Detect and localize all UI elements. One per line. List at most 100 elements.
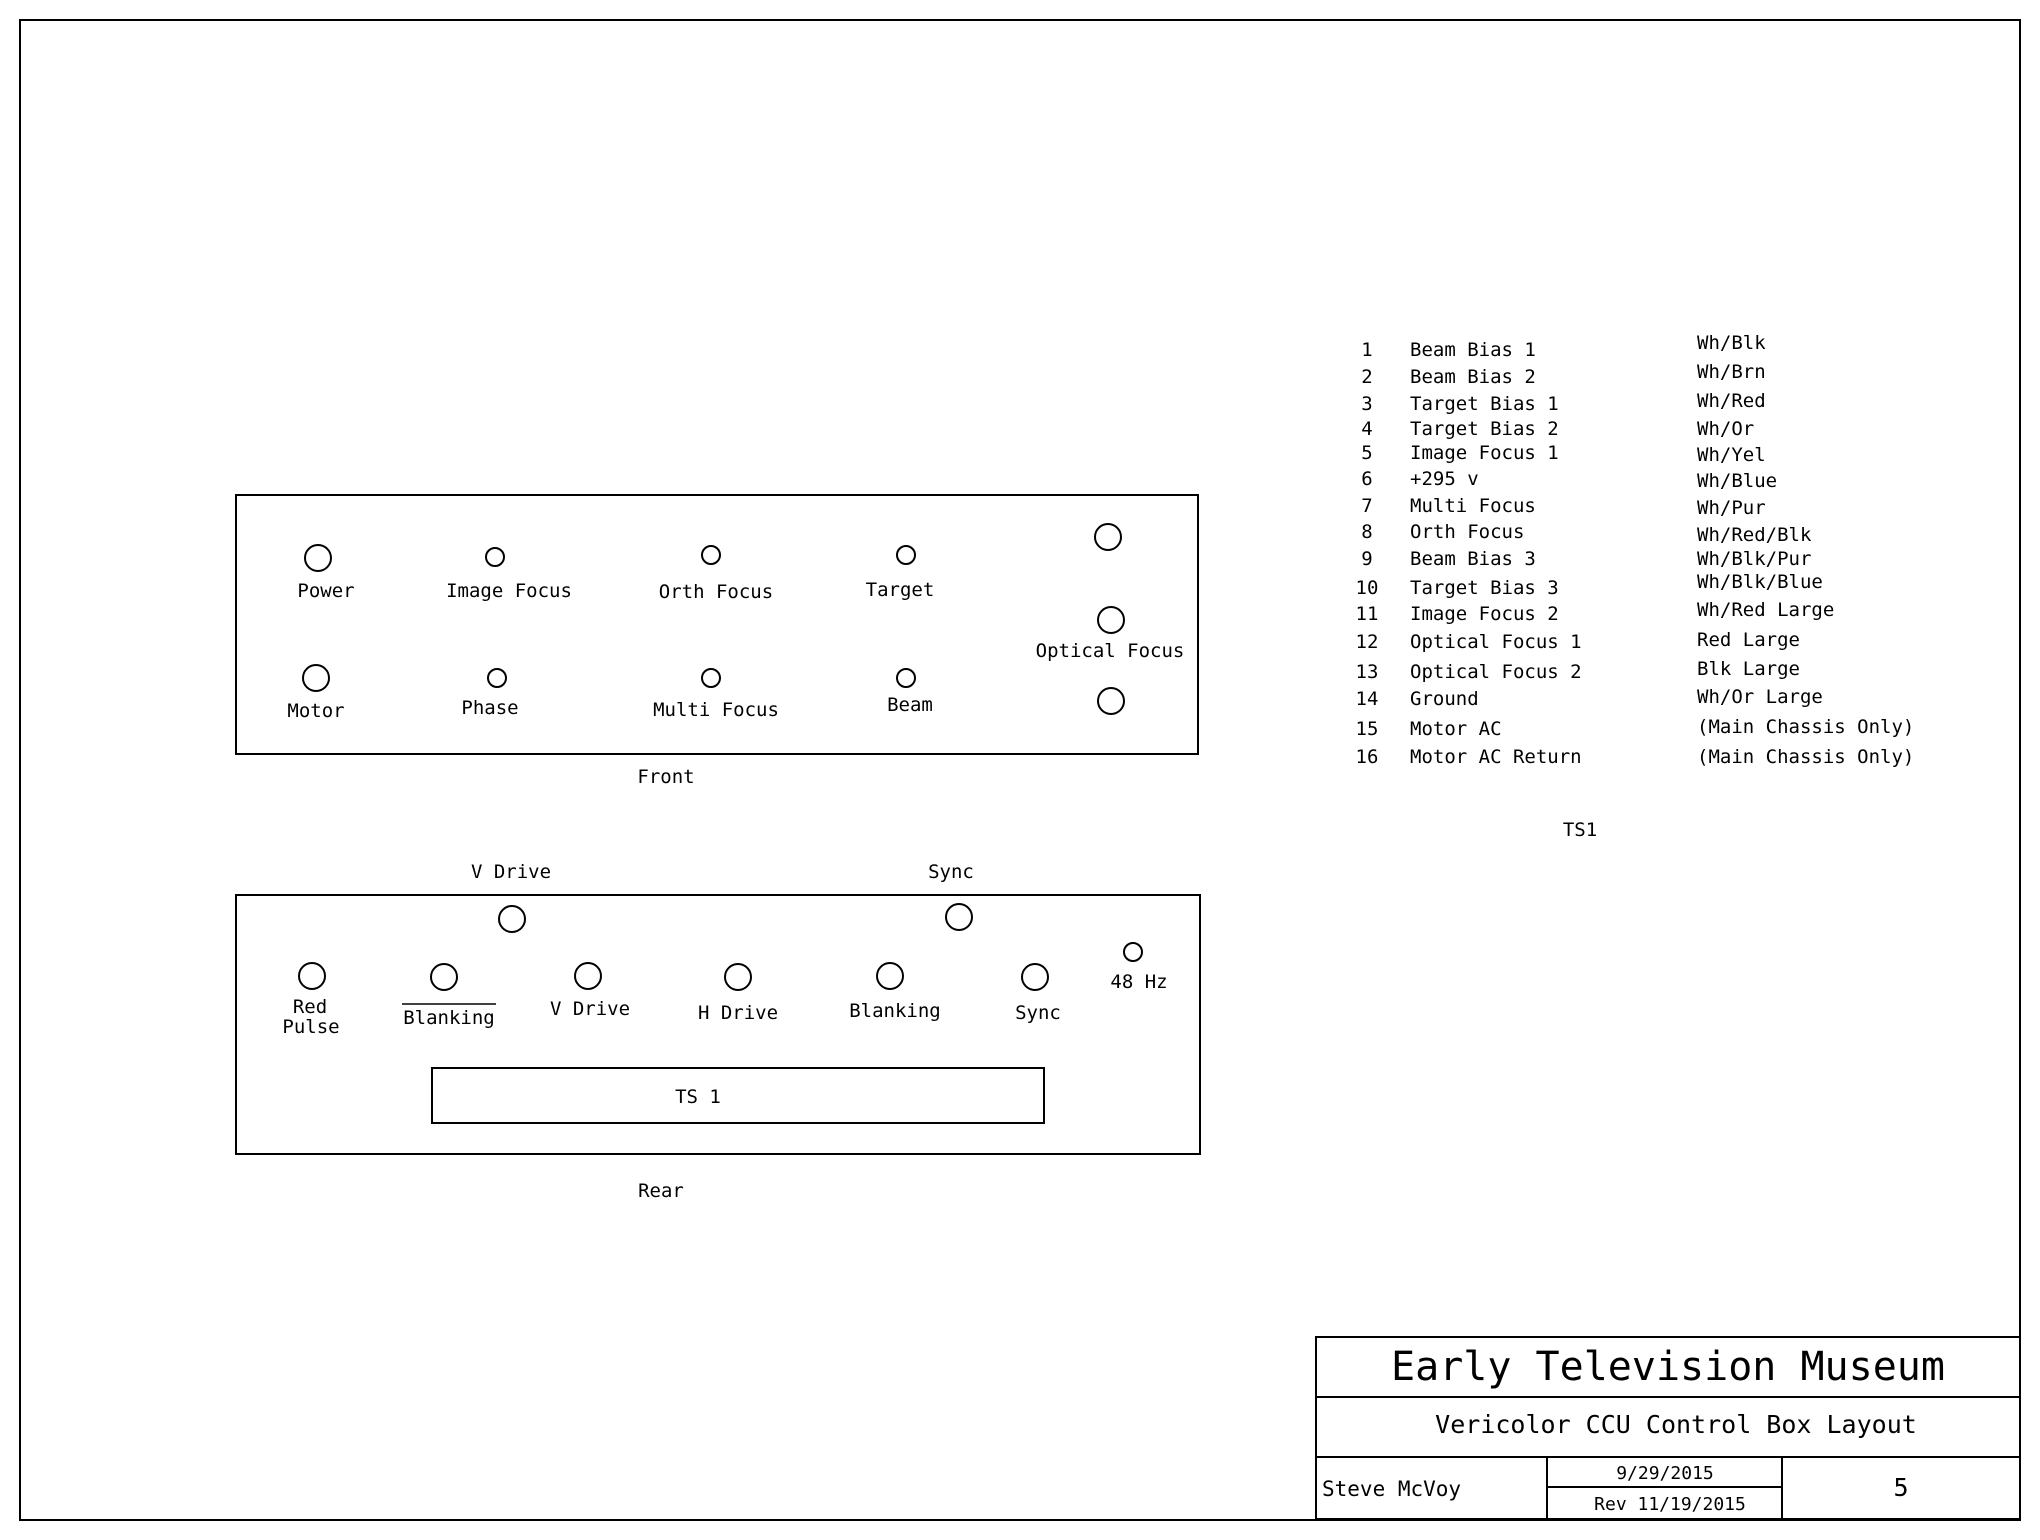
- blanking-inv-connector[interactable]: [430, 963, 458, 991]
- terminal-row-6-name: +295 v: [1410, 468, 1479, 490]
- author-name: Steve McVoy: [1322, 1477, 1461, 1501]
- organization-name: Early Television Museum: [1391, 1344, 1945, 1390]
- terminal-row-9-wire: Wh/Blk/Pur: [1697, 548, 1811, 570]
- optical-focus-knob-middle[interactable]: [1097, 606, 1125, 634]
- terminal-row-4-name: Target Bias 2: [1410, 418, 1559, 440]
- terminal-row-13-num: 13: [1356, 661, 1379, 683]
- terminal-row-3-name: Target Bias 1: [1410, 393, 1559, 415]
- terminal-row-8-name: Orth Focus: [1410, 521, 1524, 543]
- terminal-row-15-wire: (Main Chassis Only): [1697, 716, 1914, 738]
- power-knob[interactable]: [304, 544, 332, 572]
- sync-top-connector[interactable]: [945, 903, 973, 931]
- target-knob[interactable]: [896, 545, 916, 565]
- terminal-row-13-name: Optical Focus 2: [1410, 661, 1582, 683]
- front-panel: Power Image Focus Orth Focus Target Moto…: [235, 494, 1199, 755]
- terminal-row-11-num: 11: [1356, 603, 1379, 625]
- terminal-row-13-wire: Blk Large: [1697, 658, 1800, 680]
- sheet-number: 5: [1893, 1473, 1908, 1502]
- terminal-row-8-num: 8: [1361, 521, 1372, 543]
- terminal-row-1-num: 1: [1361, 339, 1372, 361]
- orth-focus-knob[interactable]: [701, 545, 721, 565]
- title-block-outline: [1315, 1336, 2021, 1520]
- terminal-row-9-num: 9: [1361, 548, 1372, 570]
- multi-focus-knob[interactable]: [701, 668, 721, 688]
- multi-focus-label: Multi Focus: [653, 699, 779, 721]
- terminal-row-14-num: 14: [1356, 688, 1379, 710]
- terminal-row-5-wire: Wh/Yel: [1697, 444, 1766, 466]
- phase-label: Phase: [461, 697, 518, 719]
- phase-knob[interactable]: [487, 668, 507, 688]
- image-focus-label: Image Focus: [446, 580, 572, 602]
- front-caption: Front: [637, 766, 694, 788]
- motor-switch[interactable]: [302, 664, 330, 692]
- title-block: Early Television Museum Vericolor CCU Co…: [1315, 1336, 2021, 1520]
- terminal-row-2-name: Beam Bias 2: [1410, 366, 1536, 388]
- sync-connector[interactable]: [1021, 963, 1049, 991]
- terminal-row-7-wire: Wh/Pur: [1697, 497, 1766, 519]
- terminal-row-7-name: Multi Focus: [1410, 495, 1536, 517]
- terminal-row-12-num: 12: [1356, 631, 1379, 653]
- sync-label: Sync: [1015, 1002, 1061, 1024]
- terminal-row-15-name: Motor AC: [1410, 718, 1502, 740]
- red-pulse-label-line1: Red: [293, 996, 327, 1018]
- terminal-row-16-name: Motor AC Return: [1410, 746, 1582, 768]
- optical-focus-knob-bottom[interactable]: [1097, 687, 1125, 715]
- red-pulse-label-line2: Pulse: [282, 1016, 339, 1038]
- terminal-row-2-wire: Wh/Brn: [1697, 361, 1766, 383]
- terminal-row-6-wire: Wh/Blue: [1697, 470, 1777, 492]
- terminal-row-10-wire: Wh/Blk/Blue: [1697, 571, 1823, 593]
- terminal-row-7-num: 7: [1361, 495, 1372, 517]
- terminal-row-10-name: Target Bias 3: [1410, 577, 1559, 599]
- beam-label: Beam: [887, 694, 933, 716]
- terminal-strip-ts1: [431, 1067, 1045, 1124]
- terminal-row-1-wire: Wh/Blk: [1697, 332, 1766, 354]
- blanking-connector[interactable]: [876, 962, 904, 990]
- beam-knob[interactable]: [896, 668, 916, 688]
- terminal-strip-label: TS 1: [675, 1086, 721, 1108]
- terminal-row-4-wire: Wh/Or: [1697, 418, 1754, 440]
- h-drive-label: H Drive: [698, 1002, 778, 1024]
- terminal-row-16-wire: (Main Chassis Only): [1697, 746, 1914, 768]
- power-label: Power: [297, 580, 354, 602]
- blanking-label: Blanking: [849, 1000, 941, 1022]
- v-drive-top-connector[interactable]: [498, 905, 526, 933]
- 48hz-label: 48 Hz: [1110, 971, 1167, 993]
- image-focus-knob[interactable]: [485, 547, 505, 567]
- terminal-row-11-name: Image Focus 2: [1410, 603, 1559, 625]
- terminal-row-5-name: Image Focus 1: [1410, 442, 1559, 464]
- red-pulse-connector[interactable]: [298, 962, 326, 990]
- terminal-row-3-wire: Wh/Red: [1697, 390, 1766, 412]
- h-drive-connector[interactable]: [724, 963, 752, 991]
- optical-focus-knob-top[interactable]: [1094, 523, 1122, 551]
- 48hz-connector[interactable]: [1123, 942, 1143, 962]
- terminal-row-1-name: Beam Bias 1: [1410, 339, 1536, 361]
- terminal-row-14-wire: Wh/Or Large: [1697, 686, 1823, 708]
- terminal-row-16-num: 16: [1356, 746, 1379, 768]
- terminal-row-5-num: 5: [1361, 442, 1372, 464]
- v-drive-connector[interactable]: [574, 962, 602, 990]
- revision-date: Rev 11/19/2015: [1594, 1494, 1746, 1515]
- terminal-row-3-num: 3: [1361, 393, 1372, 415]
- rear-panel-outline: [235, 894, 1201, 1155]
- sheet-border: [19, 19, 2021, 1521]
- target-label: Target: [866, 579, 935, 601]
- terminal-row-2-num: 2: [1361, 366, 1372, 388]
- rear-panel: Red Pulse Blanking V Drive H Drive Blank…: [235, 894, 1201, 1155]
- rear-v-drive-top-label: V Drive: [471, 861, 551, 883]
- terminal-row-10-num: 10: [1356, 577, 1379, 599]
- terminal-row-8-wire: Wh/Red/Blk: [1697, 524, 1812, 546]
- terminal-row-6-num: 6: [1361, 468, 1372, 490]
- terminal-row-12-wire: Red Large: [1697, 629, 1800, 651]
- terminal-row-4-num: 4: [1361, 418, 1372, 440]
- front-panel-outline: [235, 494, 1199, 755]
- terminal-row-12-name: Optical Focus 1: [1410, 631, 1582, 653]
- terminal-row-9-name: Beam Bias 3: [1410, 548, 1536, 570]
- v-drive-label: V Drive: [550, 998, 630, 1020]
- terminal-table-caption: TS1: [1563, 819, 1597, 841]
- rear-caption: Rear: [638, 1180, 684, 1202]
- terminal-row-11-wire: Wh/Red Large: [1697, 599, 1834, 621]
- terminal-row-14-name: Ground: [1410, 688, 1479, 710]
- orth-focus-label: Orth Focus: [659, 581, 773, 603]
